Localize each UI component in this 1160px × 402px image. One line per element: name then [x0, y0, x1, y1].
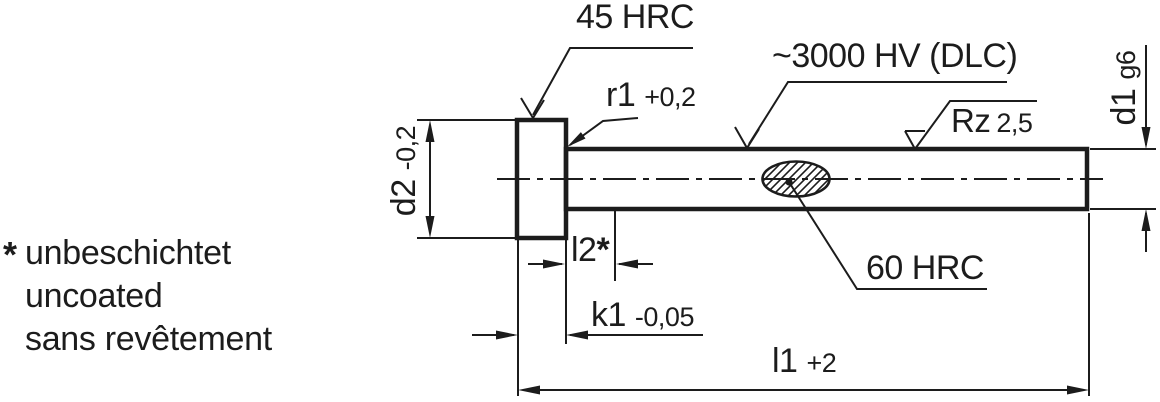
uncoated-length-label: l2* — [571, 231, 610, 269]
footnote-french: sans revêtement — [25, 320, 272, 358]
coating-hardness-label: ~3000 HV (DLC) — [772, 37, 1018, 75]
roughness-value: 2,5 — [996, 108, 1033, 138]
footnote-asterisk: * — [3, 234, 18, 275]
head-diameter-tolerance: -0,2 — [391, 125, 421, 171]
footnote-block: unbeschichtet uncoated sans revêtement — [25, 232, 272, 361]
uncoated-length-name: l2 — [571, 231, 597, 269]
uncoated-length-asterisk: * — [596, 231, 610, 269]
footnote-german: unbeschichtet — [25, 234, 231, 272]
head-thickness-tolerance: -0,05 — [634, 302, 695, 332]
core-hardness-label: 60 HRC — [866, 249, 984, 287]
head-diameter-name: d2 — [385, 179, 423, 217]
head-thickness-name: k1 — [591, 296, 626, 334]
l2-dimension — [528, 211, 653, 344]
radius-leader — [567, 117, 639, 147]
radius-label: r1 +0,2 — [606, 78, 696, 114]
l1-dimension — [517, 213, 1090, 396]
coating-leader — [734, 81, 1007, 150]
head-hardness-label: 45 HRC — [576, 0, 694, 36]
radius-tolerance: +0,2 — [644, 82, 696, 112]
shaft-diameter-label: d1g6 — [1105, 33, 1143, 143]
roughness-name: Rz — [951, 102, 991, 139]
core-hardness-leader — [788, 181, 987, 290]
total-length-name: l1 — [772, 342, 798, 380]
surface-roughness-icon — [904, 100, 1037, 151]
shaft-diameter-name: d1 — [1105, 88, 1143, 126]
head-thickness-label: k1 -0,05 — [591, 298, 694, 334]
k1-dimension — [472, 330, 703, 340]
total-length-tolerance: +2 — [806, 348, 837, 378]
footnote-english: uncoated — [25, 277, 163, 315]
head-diameter-label: d2 -0,2 — [385, 116, 423, 226]
shaft-diameter-tolerance: g6 — [1111, 50, 1141, 80]
total-length-label: l1 +2 — [772, 342, 837, 380]
head-hardness-leader — [520, 47, 693, 120]
d1-dimension — [1090, 45, 1156, 252]
radius-name: r1 — [606, 76, 636, 114]
d2-dimension — [417, 119, 515, 239]
